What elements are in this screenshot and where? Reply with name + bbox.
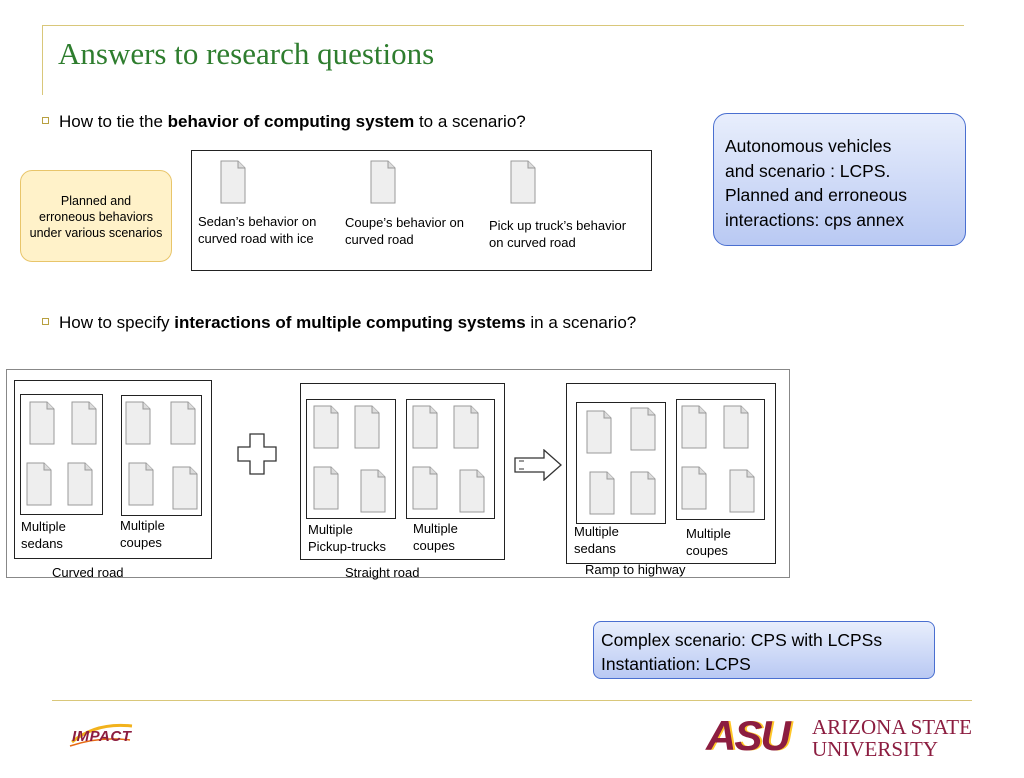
document-icon: [360, 469, 386, 513]
autonomous-line-2: and scenario : LCPS.: [725, 160, 891, 181]
g3-right-line-2: coupes: [686, 543, 728, 558]
autonomous-line-3: Planned and erroneous: [725, 185, 907, 205]
g2-left-label: Multiple Pickup-trucks: [308, 521, 386, 555]
document-icon: [128, 462, 154, 506]
coupe-line-1: Coupe’s behavior on: [345, 215, 465, 230]
road-label-curved: Curved road: [52, 565, 124, 580]
g2-left-line-1: Multiple: [308, 522, 353, 537]
document-icon: [729, 469, 755, 513]
document-icon: [313, 405, 339, 449]
g3-left-line-1: Multiple: [574, 524, 619, 539]
arrow-right-icon: [514, 448, 562, 486]
document-icon: [630, 407, 656, 451]
question-2: How to specify interactions of multiple …: [42, 313, 636, 333]
q2-text-bold: interactions of multiple computing syste…: [174, 313, 526, 332]
impact-logo: IMPACT: [66, 716, 136, 756]
g2-right-line-2: coupes: [413, 538, 455, 553]
document-icon: [412, 466, 438, 510]
document-icon: [589, 471, 615, 515]
coupe-line-2: curved road: [345, 232, 414, 247]
q1-text-post: to a scenario?: [414, 112, 526, 131]
q2-text-pre: How to specify: [59, 313, 175, 332]
document-icon: [681, 405, 707, 449]
sedan-line-1: Sedan’s behavior on: [198, 214, 317, 229]
complex-scenario-callout: Complex scenario: CPS with LCPSs Instant…: [593, 621, 935, 679]
autonomous-line-1: Autonomous vehicles: [725, 136, 892, 156]
road-label-ramp: Ramp to highway: [585, 562, 686, 577]
g1-right-line-2: coupes: [120, 535, 162, 550]
coupe-behavior-label: Coupe’s behavior on curved road: [345, 214, 464, 248]
document-icon: [723, 405, 749, 449]
bullet-square-icon: [42, 318, 49, 326]
question-1: How to tie the behavior of computing sys…: [42, 112, 526, 132]
g2-right-label: Multiple coupes: [413, 520, 458, 554]
g3-right-label: Multiple coupes: [686, 525, 731, 559]
asu-line-2: UNIVERSITY: [812, 737, 938, 761]
g1-left-line-1: Multiple: [21, 519, 66, 534]
planned-line-1: Planned and: [60, 194, 132, 208]
impact-logo-text: IMPACT: [72, 728, 132, 745]
road-label-straight: Straight road: [345, 565, 420, 580]
behavior-box: [191, 150, 652, 271]
q1-text-pre: How to tie the: [59, 112, 168, 131]
document-icon: [313, 466, 339, 510]
asu-line-1: ARIZONA STATE: [812, 715, 972, 739]
top-rule: [42, 25, 964, 26]
truck-line-2: on curved road: [489, 235, 576, 250]
document-icon: [354, 405, 380, 449]
bullet-square-icon: [42, 117, 49, 125]
document-icon: [26, 462, 52, 506]
document-icon: [412, 405, 438, 449]
g1-left-line-2: sedans: [21, 536, 63, 551]
document-icon: [510, 160, 536, 204]
document-icon: [681, 466, 707, 510]
g3-right-line-1: Multiple: [686, 526, 731, 541]
document-icon: [71, 401, 97, 445]
planned-line-2: erroneous behaviors: [39, 210, 153, 224]
g2-right-line-1: Multiple: [413, 521, 458, 536]
truck-line-1: Pick up truck’s behavior: [489, 218, 627, 233]
document-icon: [459, 469, 485, 513]
g1-right-label: Multiple coupes: [120, 517, 165, 551]
document-icon: [67, 462, 93, 506]
slide-title: Answers to research questions: [58, 36, 435, 71]
planned-behaviors-callout: Planned and erroneous behaviors under va…: [20, 170, 172, 262]
complex-line-2: Instantiation: LCPS: [601, 654, 751, 674]
sedan-behavior-label: Sedan’s behavior on curved road with ice: [198, 213, 316, 247]
g3-left-line-2: sedans: [574, 541, 616, 556]
autonomous-line-4: interactions: cps annex: [725, 209, 904, 230]
document-icon: [29, 401, 55, 445]
asu-mark: ASU: [706, 712, 791, 759]
truck-behavior-label: Pick up truck’s behavior on curved road: [489, 217, 626, 251]
document-icon: [370, 160, 396, 204]
g3-left-label: Multiple sedans: [574, 523, 619, 557]
document-icon: [172, 466, 198, 510]
g1-right-line-1: Multiple: [120, 518, 165, 533]
asu-logo: ASU ARIZONA STATE UNIVERSITY: [706, 713, 976, 763]
g1-left-label: Multiple sedans: [21, 518, 66, 552]
autonomous-vehicles-callout: Autonomous vehicles and scenario : LCPS.…: [713, 113, 966, 246]
document-icon: [586, 410, 612, 454]
document-icon: [170, 401, 196, 445]
planned-line-3: under various scenarios: [29, 226, 163, 240]
bottom-rule: [52, 700, 972, 701]
document-icon: [125, 401, 151, 445]
document-icon: [220, 160, 246, 204]
sedan-line-2: curved road with ice: [198, 231, 314, 246]
document-icon: [453, 405, 479, 449]
left-rule: [42, 25, 43, 95]
complex-line-1: Complex scenario: CPS with LCPSs: [601, 630, 883, 650]
g2-left-line-2: Pickup-trucks: [308, 539, 387, 554]
plus-icon: [237, 433, 277, 480]
q1-text-bold: behavior of computing system: [167, 112, 415, 131]
document-icon: [630, 471, 656, 515]
q2-text-post: in a scenario?: [525, 313, 637, 332]
